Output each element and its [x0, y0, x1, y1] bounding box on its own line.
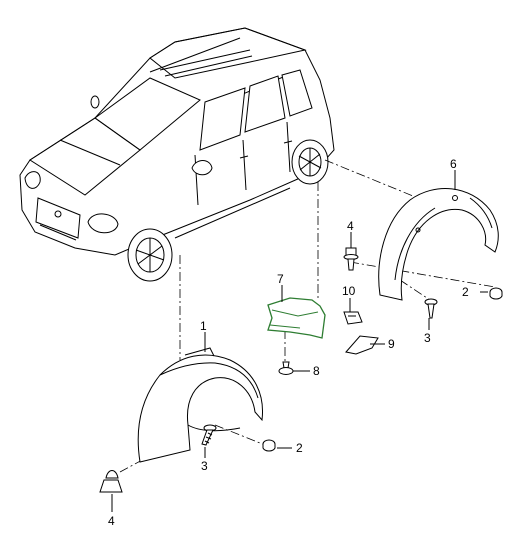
callout-2: 2 [296, 441, 303, 455]
callout-4: 4 [347, 219, 354, 233]
callout-7: 7 [277, 272, 284, 286]
part-9-trim-piece [345, 335, 379, 355]
fasteners [99, 247, 503, 493]
callout-10: 10 [342, 284, 356, 298]
part-8-screw [278, 361, 294, 375]
part-7-bracket-highlighted [267, 297, 326, 339]
callout-3: 3 [424, 331, 431, 345]
part-3-screw-lower [201, 424, 217, 446]
callout-leaders [111, 170, 488, 512]
callout-6: 6 [450, 157, 457, 171]
part-4-rivet-lower [99, 470, 123, 493]
part-2-nut-upper [489, 287, 503, 300]
callout-8: 8 [313, 364, 320, 378]
callout-4: 4 [108, 514, 115, 528]
part-2-nut-lower [262, 439, 276, 452]
callout-2: 2 [462, 285, 469, 299]
part-6-rear-wheelhouse-liner [378, 188, 499, 301]
callout-1: 1 [200, 319, 207, 333]
part-3-screw-upper [424, 298, 438, 319]
callout-3: 3 [201, 459, 208, 473]
callout-9: 9 [388, 337, 395, 351]
part-1-front-wheelhouse-liner [137, 347, 264, 463]
part-4-rivet-upper [343, 247, 359, 271]
part-10-clip [343, 311, 363, 325]
callout-labels: 1 2 2 3 3 4 4 6 7 8 9 10 [108, 157, 469, 528]
vehicle-illustration [19, 27, 335, 282]
